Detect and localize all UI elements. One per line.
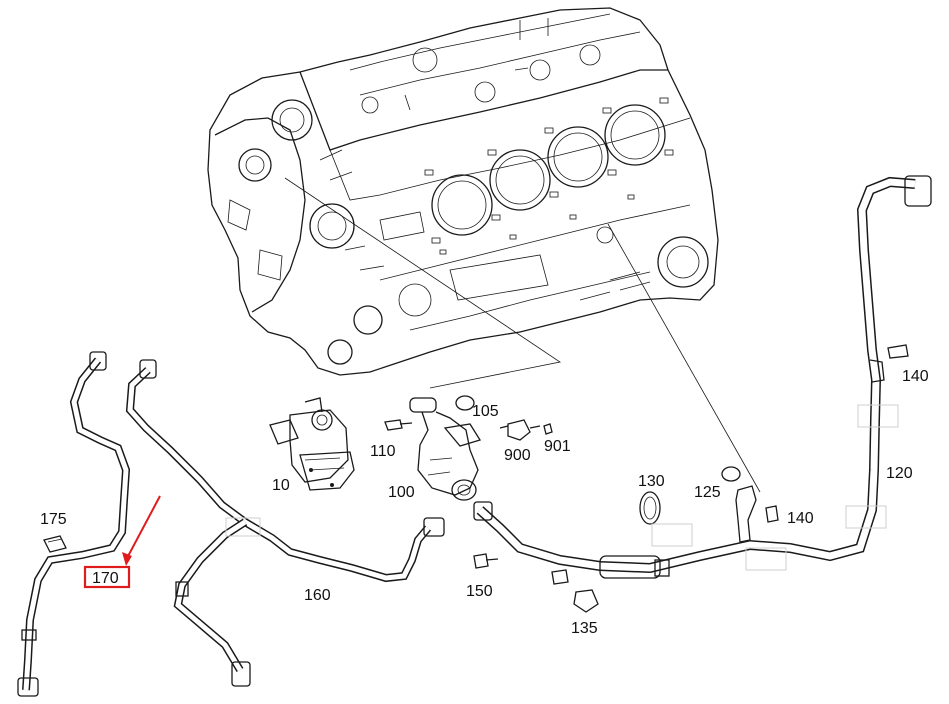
label-10: 10 <box>272 477 290 494</box>
hose-120 <box>473 175 932 613</box>
label-170: 170 <box>92 570 119 587</box>
label-120: 120 <box>886 465 913 482</box>
label-140-lower: 140 <box>787 510 814 527</box>
label-150: 150 <box>466 583 493 600</box>
label-900: 900 <box>504 447 531 464</box>
label-100: 100 <box>388 484 415 501</box>
label-125: 125 <box>694 484 721 501</box>
label-135: 135 <box>571 620 598 637</box>
reference-boxes <box>225 404 899 571</box>
highlight-indicator <box>83 495 161 589</box>
label-110: 110 <box>370 443 396 460</box>
hose-160 <box>125 359 445 687</box>
label-130: 130 <box>638 473 665 490</box>
label-901: 901 <box>544 438 571 455</box>
hose-170 <box>17 351 131 697</box>
part-labels: 105 110 900 901 10 100 130 125 140 140 1… <box>40 368 929 637</box>
label-160: 160 <box>304 587 331 604</box>
label-140-upper: 140 <box>902 368 929 385</box>
clamp-175 <box>43 535 67 553</box>
engine-block <box>207 7 761 493</box>
thermostat-housing <box>384 395 553 501</box>
pump-assembly <box>269 397 355 491</box>
highlight-box <box>83 565 131 589</box>
label-105: 105 <box>472 403 499 420</box>
label-175: 175 <box>40 511 67 528</box>
